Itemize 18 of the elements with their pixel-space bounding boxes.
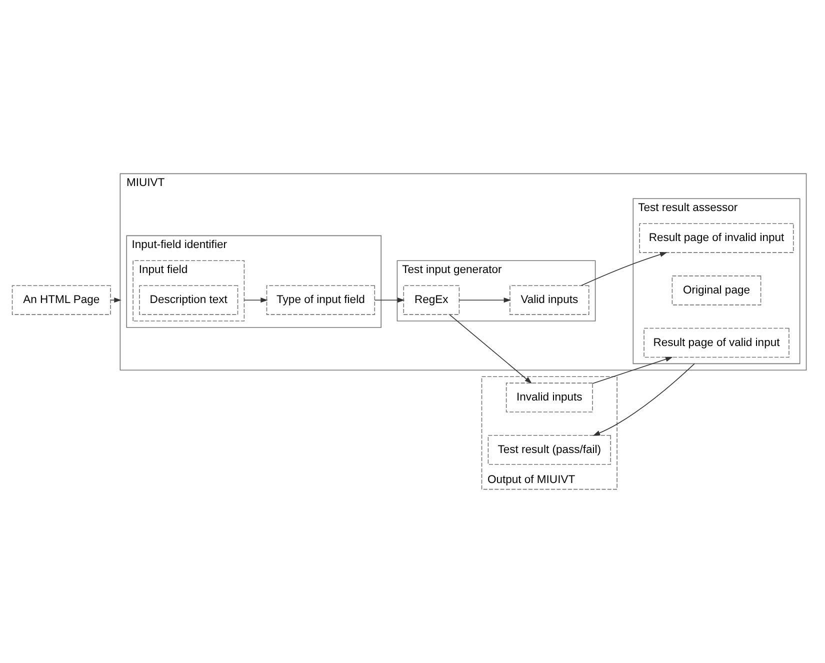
arrow <box>592 356 673 384</box>
node-box: Invalid inputs <box>506 382 593 412</box>
arrow <box>458 298 512 303</box>
arrow <box>374 298 405 303</box>
node-box: Result page of invalid input <box>639 223 794 253</box>
arrow <box>244 298 268 303</box>
node-box: RegEx <box>403 285 460 315</box>
arrow <box>110 298 122 303</box>
node-box: An HTML Page <box>12 285 111 315</box>
node-box: Description text <box>139 285 238 315</box>
arrow <box>449 314 532 384</box>
node-box: Original page <box>672 276 762 306</box>
node-box: Type of input field <box>266 285 376 315</box>
node-box: Test result (pass/fail) <box>488 434 611 465</box>
node-box: Valid inputs <box>510 285 590 315</box>
arrow <box>580 252 668 286</box>
arrow <box>592 363 695 436</box>
node-box: Result page of valid input <box>644 328 790 358</box>
